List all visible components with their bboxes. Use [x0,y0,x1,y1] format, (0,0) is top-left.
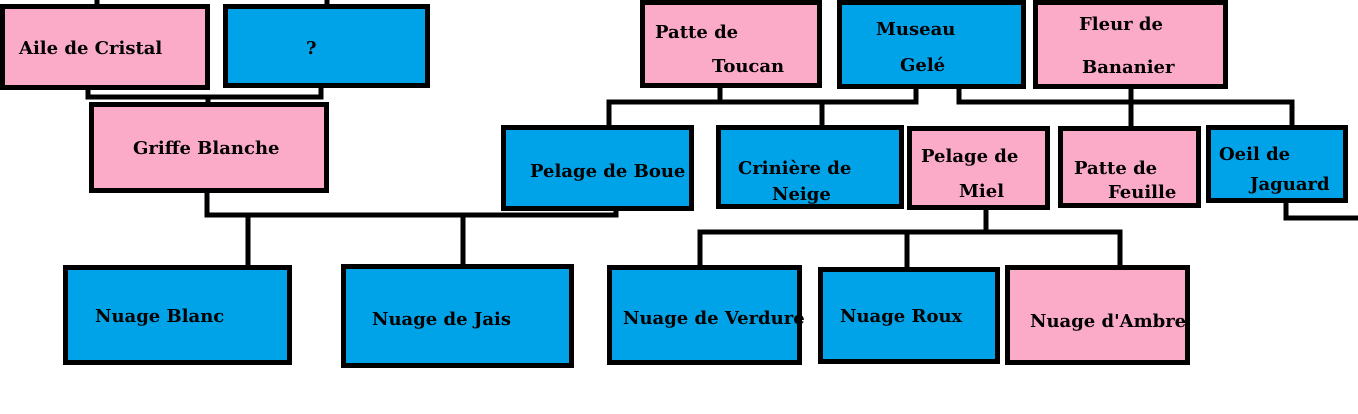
cat-box-unknown: ? [223,4,430,88]
cat-name-line1: Oeil de [1219,144,1291,165]
cat-name: Nuage de Verdure [623,308,805,329]
cat-name: Aile de Cristal [19,38,163,59]
cat-box-museau-gele: Museau Gelé [837,0,1026,89]
cat-name-line2: Miel [959,181,1005,202]
cat-name: Pelage de Boue [530,161,686,182]
cat-box-patte-de-toucan: Patte de Toucan [640,0,822,88]
cat-name-line2: Bananier [1082,57,1175,78]
cat-name-line1: Patte de [655,22,739,43]
cat-name: ? [306,38,317,59]
cat-box-pelage-de-boue: Pelage de Boue [501,125,694,211]
cat-name-line2: Jaguard [1250,174,1330,195]
cat-name-line1: Patte de [1074,158,1158,179]
cat-box-griffe-blanche: Griffe Blanche [89,102,329,193]
cat-name-line2: Toucan [712,56,785,77]
cat-name-line1: Crinière de [738,158,852,179]
cat-box-fleur-de-bananier: Fleur de Bananier [1033,0,1228,89]
cat-box-criniere-de-neige: Crinière de Neige [716,125,904,209]
cat-name-line2: Gelé [900,55,946,76]
cat-box-oeil-de-jaguard: Oeil de Jaguard [1206,125,1348,203]
cat-name: Nuage d'Ambre [1030,311,1187,332]
cat-box-nuage-d-ambre: Nuage d'Ambre [1005,265,1190,365]
cat-box-nuage-de-jais: Nuage de Jais [341,264,574,368]
cat-name: Nuage Blanc [95,306,225,327]
cat-name: Nuage de Jais [372,309,511,330]
cat-box-nuage-roux: Nuage Roux [818,267,1000,364]
cat-name-line2: Neige [772,184,831,205]
cat-name-line2: Feuille [1108,182,1177,203]
cat-name-line1: Pelage de [921,146,1019,167]
cat-name-line1: Fleur de [1079,14,1163,35]
cat-box-aile-de-cristal: Aile de Cristal [0,4,210,90]
cat-name-line1: Museau [876,19,956,40]
cat-box-patte-de-feuille: Patte de Feuille [1058,126,1201,208]
cat-name: Griffe Blanche [133,138,280,159]
cat-name: Nuage Roux [840,306,963,327]
cat-box-nuage-de-verdure: Nuage de Verdure [607,265,805,365]
cat-box-nuage-blanc: Nuage Blanc [63,265,292,365]
cat-box-pelage-de-miel: Pelage de Miel [907,126,1050,210]
